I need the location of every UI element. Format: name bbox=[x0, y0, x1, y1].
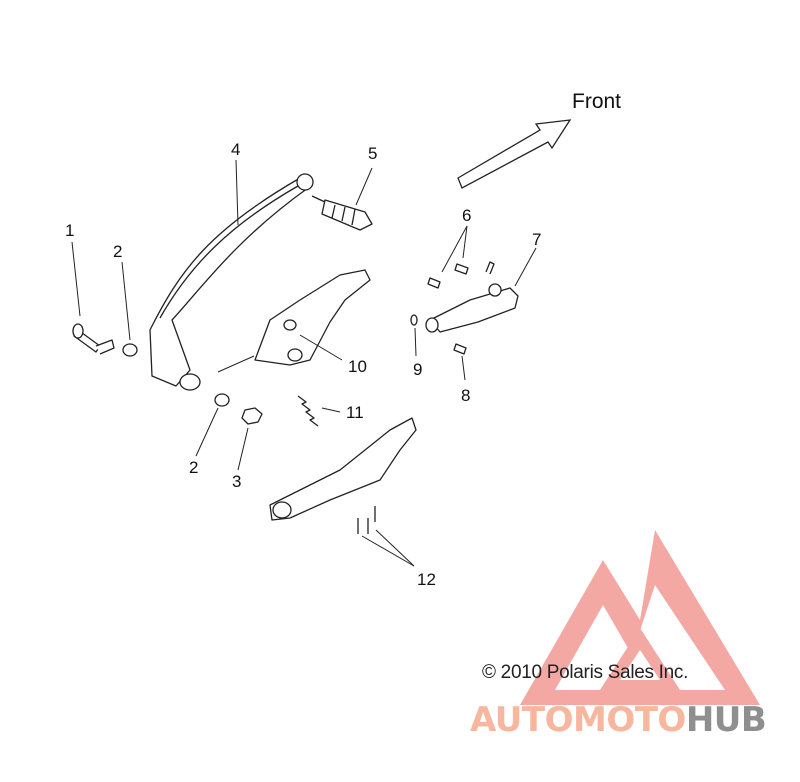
callout-1: 1 bbox=[65, 221, 75, 240]
callout-5: 5 bbox=[368, 144, 378, 163]
part-9-clip bbox=[410, 314, 418, 326]
watermark-brand-hub: HUB bbox=[685, 700, 767, 740]
callout-11: 11 bbox=[346, 403, 364, 422]
callout-6: 6 bbox=[462, 206, 472, 225]
part-4-brake-pedal bbox=[149, 173, 314, 391]
part-5-pedal-pad bbox=[311, 195, 373, 231]
copyright-notice: © 2010 Polaris Sales Inc. bbox=[482, 662, 689, 683]
callout-10: 10 bbox=[348, 357, 367, 376]
callout-3: 3 bbox=[232, 472, 242, 491]
watermark-logo-icon bbox=[520, 530, 760, 705]
watermark-brand: AUTOMOTOHUB bbox=[470, 700, 767, 740]
part-12-link-arm bbox=[269, 417, 417, 534]
front-direction-label: Front bbox=[572, 90, 622, 113]
callout-2-upper: 2 bbox=[113, 242, 123, 261]
callout-2-lower: 2 bbox=[189, 458, 199, 477]
part-3-nut bbox=[241, 407, 263, 425]
front-arrow-icon bbox=[457, 119, 572, 189]
watermark-brand-moto: MOTO bbox=[572, 700, 686, 740]
part-2-washer bbox=[122, 343, 138, 357]
part-10-bracket bbox=[254, 269, 371, 366]
part-11-spring bbox=[297, 395, 319, 427]
part-2-washer-lower bbox=[214, 393, 230, 407]
watermark-brand-auto: AUTO bbox=[470, 700, 573, 740]
callout-12: 12 bbox=[417, 570, 436, 589]
callout-4: 4 bbox=[231, 140, 241, 159]
callout-8: 8 bbox=[461, 386, 471, 405]
callout-7: 7 bbox=[532, 230, 542, 249]
leader-lines bbox=[71, 159, 537, 567]
part-7-master-cylinder bbox=[425, 261, 519, 333]
callout-9: 9 bbox=[413, 360, 423, 379]
part-1-bolt bbox=[72, 323, 115, 355]
part-6-pins bbox=[427, 263, 469, 289]
part-8-pin bbox=[453, 343, 467, 355]
